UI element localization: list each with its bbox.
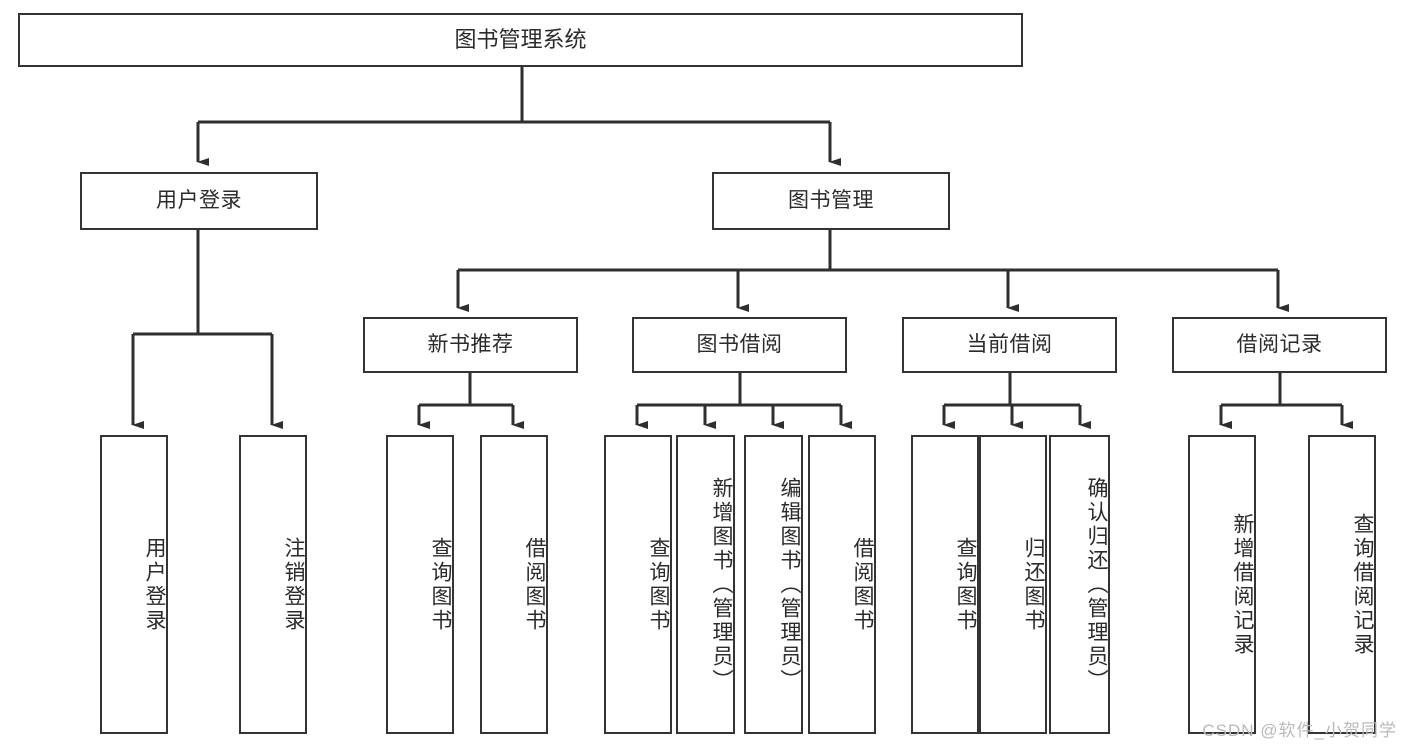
node-root[interactable]: 图书管理系统 [18, 13, 1023, 67]
leaf-user-login[interactable]: 用户登录 [100, 435, 168, 734]
node-new-book-recommend[interactable]: 新书推荐 [363, 317, 578, 373]
leaf-query-book-recommend[interactable]: 查询图书 [386, 435, 454, 734]
leaf-query-book-current[interactable]: 查询图书 [911, 435, 979, 734]
leaf-confirm-return-admin[interactable]: 确认归还（管理员） [1049, 435, 1110, 734]
node-current-borrow[interactable]: 当前借阅 [902, 317, 1117, 373]
node-book-manage[interactable]: 图书管理 [712, 172, 950, 230]
leaf-edit-book-admin[interactable]: 编辑图书（管理员） [744, 435, 803, 734]
node-book-borrow[interactable]: 图书借阅 [632, 317, 847, 373]
node-borrow-record[interactable]: 借阅记录 [1172, 317, 1387, 373]
node-user-login[interactable]: 用户登录 [80, 172, 318, 230]
leaf-borrow-book-recommend[interactable]: 借阅图书 [480, 435, 548, 734]
csdn-watermark: CSDN @软件_小贺同学 [1202, 721, 1397, 740]
leaf-return-book[interactable]: 归还图书 [979, 435, 1047, 734]
leaf-query-borrow-record[interactable]: 查询借阅记录 [1308, 435, 1376, 734]
leaf-logout[interactable]: 注销登录 [239, 435, 307, 734]
leaf-query-book-borrow[interactable]: 查询图书 [604, 435, 672, 734]
leaf-borrow-book-borrow[interactable]: 借阅图书 [808, 435, 876, 734]
leaf-add-borrow-record[interactable]: 新增借阅记录 [1188, 435, 1256, 734]
leaf-add-book-admin[interactable]: 新增图书（管理员） [676, 435, 735, 734]
